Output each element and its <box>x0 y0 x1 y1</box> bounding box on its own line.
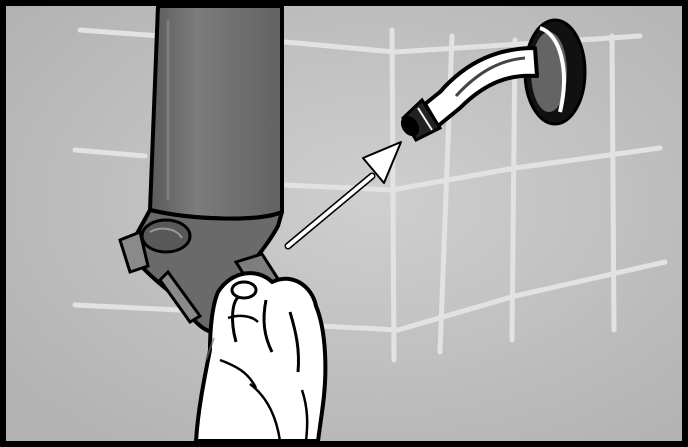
filter-cartridge-cap <box>142 220 190 252</box>
hand-icon <box>196 273 325 441</box>
